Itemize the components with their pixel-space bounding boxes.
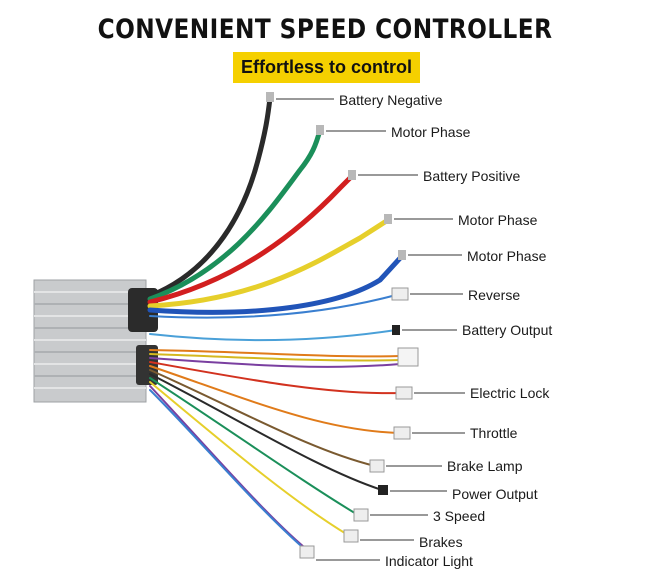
label-indicator-light: Indicator Light [385, 553, 473, 569]
label-battery-negative: Battery Negative [339, 92, 443, 108]
power-wires [147, 95, 405, 315]
label-electric-lock: Electric Lock [470, 385, 550, 401]
label-throttle: Throttle [470, 425, 518, 441]
connectors [266, 92, 419, 559]
subtitle-badge: Effortless to control [233, 52, 420, 83]
label-battery-output: Battery Output [462, 322, 553, 338]
label-motor-phase-1: Motor Phase [391, 124, 471, 140]
wire-battery-negative [147, 95, 273, 299]
wire-motor-phase-3 [147, 253, 405, 315]
leader-lines [276, 98, 465, 561]
label-motor-phase-3: Motor Phase [467, 248, 547, 264]
label-brake-lamp: Brake Lamp [447, 458, 523, 474]
label-brakes: Brakes [419, 534, 463, 550]
label-reverse: Reverse [468, 287, 521, 303]
wire-battery-positive [147, 173, 355, 305]
label-motor-phase-2: Motor Phase [458, 212, 538, 228]
wire-motor-phase-2 [147, 217, 391, 309]
page-title: CONVENIENT SPEED CONTROLLER [97, 14, 553, 45]
label-3-speed: 3 Speed [433, 508, 486, 524]
label-battery-positive: Battery Positive [423, 168, 521, 184]
controller-housing [33, 279, 158, 403]
signal-wires [149, 294, 401, 553]
label-power-output: Power Output [452, 486, 538, 502]
wire-motor-phase-1 [147, 127, 323, 302]
